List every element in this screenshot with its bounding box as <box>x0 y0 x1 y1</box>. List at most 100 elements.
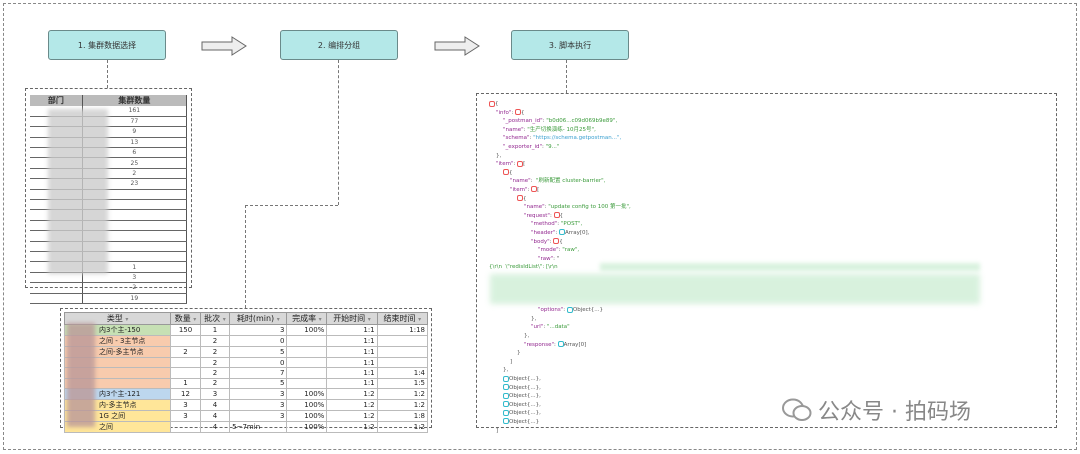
count-cell <box>82 251 188 263</box>
step-1-box: 1. 集群数据选择 <box>48 30 166 60</box>
count-cell <box>82 230 188 242</box>
start-time-cell: 1:1 <box>326 367 378 379</box>
connector-line <box>245 205 338 206</box>
duration-cell: 5 <box>229 377 288 390</box>
column-header: 部门 <box>30 95 83 106</box>
collapsed-object[interactable]: Object{...}, <box>509 393 541 400</box>
count-cell: 2 <box>82 168 188 180</box>
group-table-panel: 类型 ▾数量 ▾批次 ▾耗时(min) ▾完成率 ▾开始时间 ▾结束时间 ▾内3… <box>60 308 432 434</box>
count-cell <box>82 189 188 201</box>
expand-icon[interactable] <box>557 341 564 348</box>
column-header[interactable]: 开始时间 ▾ <box>326 312 378 325</box>
collapse-icon[interactable] <box>514 109 521 116</box>
column-header[interactable]: 数量 ▾ <box>170 312 201 325</box>
count-cell: 2 <box>82 282 188 294</box>
count-cell: 9 <box>82 126 188 138</box>
end-time-cell <box>376 335 429 347</box>
watermark: 公众号 · 拍码场 <box>782 394 971 426</box>
rate-cell <box>286 367 328 379</box>
collapse-icon[interactable] <box>553 212 560 219</box>
rate-cell <box>286 346 328 358</box>
count-cell: 77 <box>82 116 188 128</box>
batch-cell: 4 <box>199 421 231 434</box>
duration-cell: 3 <box>229 388 288 401</box>
watermark-text: 公众号 · 拍码场 <box>818 400 971 425</box>
filter-dropdown-icon: ▾ <box>318 316 322 323</box>
batch-cell: 4 <box>199 399 231 412</box>
end-time-cell: 1:2 <box>376 421 429 434</box>
expand-icon[interactable] <box>503 401 509 408</box>
expand-icon[interactable] <box>503 384 509 391</box>
duration-cell: 3 <box>229 324 288 336</box>
column-header[interactable]: 结束时间 ▾ <box>376 312 429 325</box>
redaction-blur <box>490 274 980 304</box>
expand-icon[interactable] <box>503 409 509 416</box>
collapsed-object[interactable]: Object{...}, <box>509 384 541 391</box>
count-cell <box>170 367 201 379</box>
expand-icon[interactable] <box>566 306 573 313</box>
count-cell: 13 <box>82 137 188 149</box>
end-time-cell: 1:2 <box>376 399 429 412</box>
duration-cell: 0 <box>229 356 288 369</box>
collapsed-object[interactable]: Object{...}, <box>509 410 541 417</box>
collapsed-object[interactable]: Object{...}, <box>509 376 541 382</box>
end-time-cell: 1:8 <box>376 410 429 423</box>
rate-cell <box>286 356 328 369</box>
count-cell: 161 <box>82 106 188 117</box>
start-time-cell: 1:2 <box>326 410 378 423</box>
filter-dropdown-icon: ▾ <box>222 316 226 323</box>
expand-icon[interactable] <box>559 229 566 236</box>
rate-cell: 100% <box>286 410 328 423</box>
collapse-icon[interactable] <box>517 160 524 167</box>
count-cell <box>82 220 188 232</box>
expand-icon[interactable] <box>503 418 509 425</box>
count-cell: 1 <box>82 261 188 273</box>
collapse-icon[interactable] <box>553 238 560 244</box>
end-time-cell <box>376 346 429 358</box>
count-cell <box>170 356 201 369</box>
count-cell <box>82 199 188 211</box>
filter-dropdown-icon: ▾ <box>125 316 129 323</box>
end-time-cell <box>376 356 429 369</box>
rate-cell <box>286 377 328 390</box>
batch-cell: 2 <box>199 377 231 390</box>
connector-line <box>245 205 246 308</box>
redaction-blur <box>600 263 980 271</box>
redaction-blur <box>48 109 108 274</box>
rate-cell: 100% <box>286 324 328 336</box>
column-header[interactable]: 耗时(min) ▾ <box>229 312 288 325</box>
collapsed-object[interactable]: Object{...} <box>509 418 540 425</box>
collapsed-object[interactable]: Object{...}, <box>509 401 541 408</box>
json-viewer: { "info": { "_postman_id": "b0d06...c09d… <box>476 93 1057 434</box>
connector-line <box>566 60 567 93</box>
column-header[interactable]: 类型 ▾ <box>63 312 172 325</box>
count-cell: 3 <box>170 410 201 423</box>
collapse-icon[interactable] <box>531 186 538 193</box>
group-table: 类型 ▾数量 ▾批次 ▾耗时(min) ▾完成率 ▾开始时间 ▾结束时间 ▾内3… <box>63 312 429 434</box>
count-cell <box>82 209 188 221</box>
expand-icon[interactable] <box>503 392 509 399</box>
expand-icon[interactable] <box>503 375 509 382</box>
count-cell: 150 <box>170 324 201 336</box>
rate-cell: 100% <box>286 388 328 401</box>
count-cell <box>170 335 201 347</box>
collapse-icon[interactable] <box>489 100 495 107</box>
collapse-icon[interactable] <box>516 195 523 202</box>
column-header[interactable]: 完成率 ▾ <box>286 312 328 325</box>
filter-dropdown-icon: ▾ <box>367 316 371 323</box>
column-header: 集群数量 <box>82 95 188 106</box>
step-label: 3. 脚本执行 <box>548 40 592 50</box>
column-header[interactable]: 批次 ▾ <box>199 312 231 325</box>
rate-cell: 100% <box>286 421 328 434</box>
wechat-icon <box>782 398 812 421</box>
count-cell: 1 <box>170 377 201 390</box>
batch-cell: 1 <box>199 324 231 336</box>
collapse-icon[interactable] <box>503 169 509 176</box>
